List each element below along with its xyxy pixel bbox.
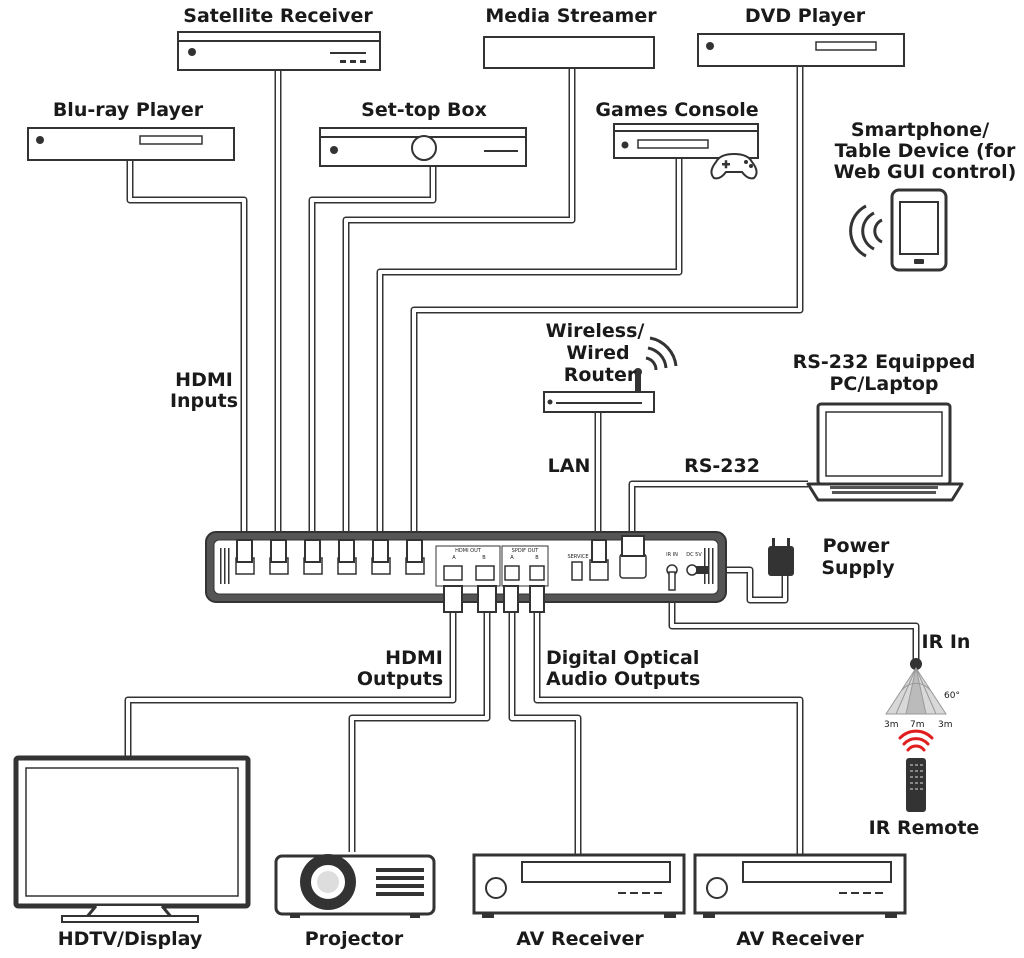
projector-label: Projector (305, 928, 404, 950)
hdmi-inputs-label-1: HDMI (175, 369, 233, 391)
ir-receiver-eye (910, 658, 922, 670)
panel-spdif-out-label: SPDIF OUT (512, 548, 540, 554)
ir-right-range: 3m (938, 720, 953, 730)
output-connectors (443, 585, 545, 613)
lan-label: LAN (548, 455, 591, 477)
panel-hdmi-out-label: HDMI OUT (455, 548, 482, 554)
hdmi-inputs-label-2: Inputs (170, 390, 238, 412)
panel-dc-label: DC 5V (686, 552, 702, 558)
settop-label: Set-top Box (361, 99, 487, 121)
av-receiver-2 (693, 853, 907, 918)
av-receiver-2-label: AV Receiver (736, 928, 864, 950)
optical-label-1: Digital Optical (546, 647, 699, 669)
router-label-1: Wireless/ (546, 320, 645, 342)
hdmi-outputs-label-1: HDMI (385, 647, 443, 669)
tablet-icon (890, 188, 948, 272)
power-label-1: Power (823, 535, 890, 557)
smartphone-label-3: Web GUI control) (834, 161, 1017, 183)
ir-emission-icon (898, 729, 934, 752)
rs232-label: RS-232 (684, 455, 760, 477)
smartphone-label-2: Table Device (for (835, 140, 1016, 162)
hdtv-label: HDTV/Display (58, 928, 203, 950)
wifi-signal-icon (645, 336, 678, 371)
projector (274, 854, 436, 918)
dvd-player (697, 33, 905, 67)
bluray-player (27, 127, 235, 161)
laptop-icon (806, 402, 964, 502)
ir-left-range: 3m (884, 720, 899, 730)
smartphone-label-1: Smartphone/ (851, 119, 989, 141)
panel-spdif-out-a: A (510, 555, 514, 561)
pc-label-2: PC/Laptop (829, 373, 938, 395)
router-label-2: Wired (566, 342, 629, 364)
media-streamer-label: Media Streamer (485, 5, 657, 27)
panel-service-label: SERVICE (567, 554, 588, 560)
ir-center-range: 7m (910, 720, 925, 730)
pc-label-1: RS-232 Equipped (793, 351, 976, 373)
ir-range-diagram (885, 667, 947, 715)
matrix-switch-unit: HDMI OUT A B SPDIF OUT A B SERVICE IR IN… (205, 531, 727, 603)
panel-ir-in-label: IR IN (666, 552, 678, 558)
bluray-label: Blu-ray Player (53, 99, 204, 121)
cables (124, 66, 920, 855)
optical-label-2: Audio Outputs (546, 668, 700, 690)
settop-box (319, 127, 527, 167)
hdmi-outputs-label-2: Outputs (357, 668, 443, 690)
power-supply (768, 538, 794, 576)
panel-spdif-out-b: B (535, 555, 539, 561)
satellite-label: Satellite Receiver (183, 5, 373, 27)
wireless-signal-icon (849, 204, 883, 258)
games-console (613, 123, 759, 159)
gamepad-icon (710, 152, 758, 180)
ir-in-label: IR In (922, 631, 971, 653)
router (543, 368, 655, 413)
av-receiver-1 (472, 853, 686, 918)
dvd-label: DVD Player (745, 5, 866, 27)
ir-remote-icon (906, 758, 926, 812)
router-label-3: Router (564, 364, 637, 386)
hdtv-display (13, 755, 251, 923)
panel-hdmi-out-a: A (452, 555, 456, 561)
games-label: Games Console (595, 99, 758, 121)
media-streamer (483, 36, 655, 69)
ir-remote-label: IR Remote (869, 817, 980, 839)
satellite-receiver (177, 31, 381, 71)
ir-angle-label: 60° (944, 691, 960, 701)
power-label-2: Supply (821, 557, 895, 579)
panel-hdmi-out-b: B (482, 555, 486, 561)
av-receiver-1-label: AV Receiver (516, 928, 644, 950)
